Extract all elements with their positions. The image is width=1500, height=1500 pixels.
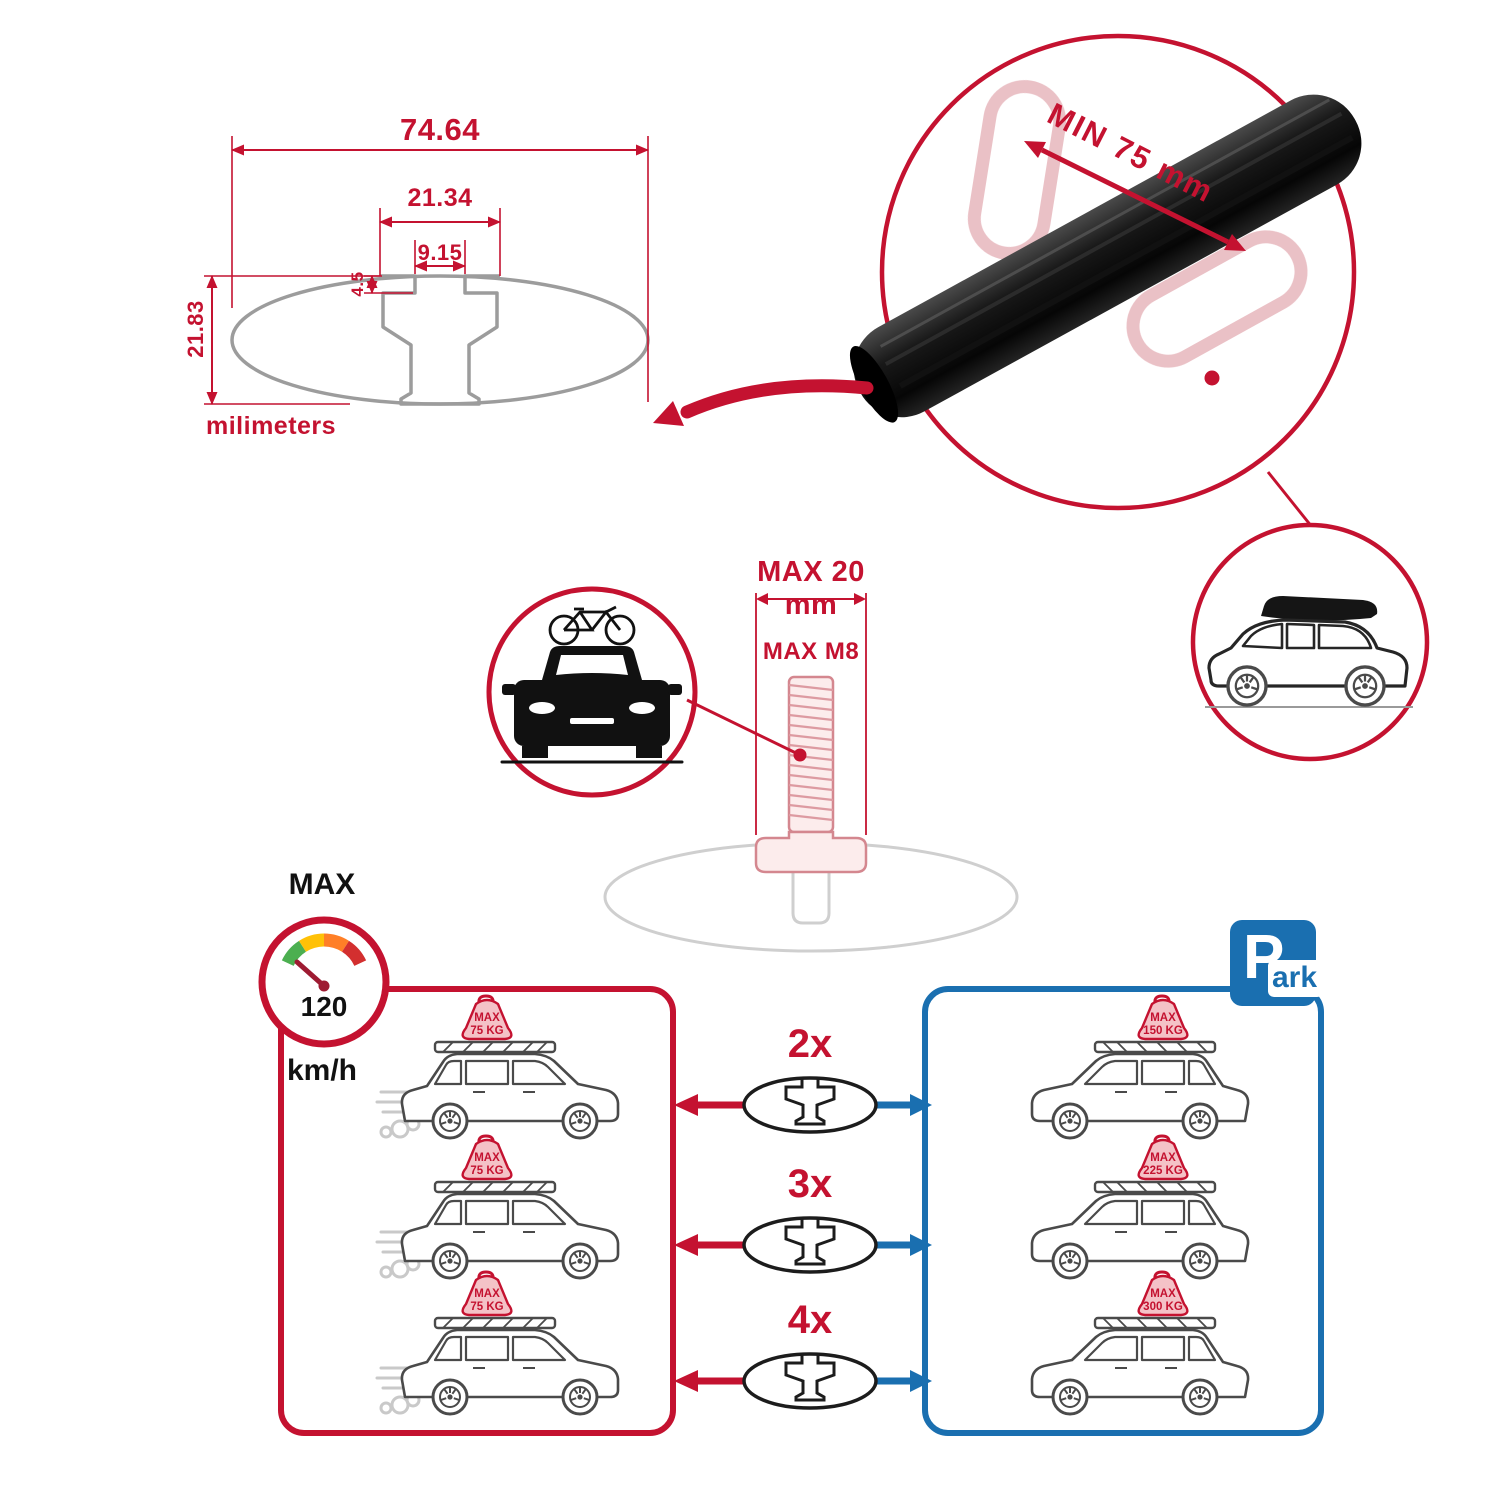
profile-outline-icon: [230, 274, 650, 406]
blue-arrow-icon: [910, 1094, 932, 1116]
car-front-with-bike-icon: [500, 605, 684, 764]
dim-slot-width: 9.15: [417, 240, 463, 265]
car-dynamic-row2: MAX 75 KG: [375, 1134, 645, 1286]
car-dynamic-row3: MAX 75 KG: [375, 1270, 645, 1422]
suv-with-roofbox-icon: [1205, 596, 1413, 708]
park-sign-suffix: ark: [1268, 960, 1324, 997]
speed-units-label: km/h: [286, 1054, 358, 1087]
load-max-label: MAX: [1150, 1288, 1176, 1300]
callout-line: [686, 698, 807, 762]
car-static-row3: MAX 300 KG: [1005, 1270, 1275, 1422]
dimension-lines: [204, 136, 649, 405]
park-sign: P ark: [1230, 920, 1324, 1006]
crossbar-qty-row2: [674, 1216, 932, 1274]
car-icon: [402, 1318, 618, 1414]
speed-max-label: MAX: [288, 868, 356, 901]
callout-line: [1266, 471, 1318, 533]
crossbar-profile-icon: [742, 1352, 878, 1410]
bolt-max-thread-label: MAX M8: [762, 638, 860, 665]
load-max-label: MAX: [1150, 1012, 1176, 1024]
qty-label-row1: 2x: [787, 1022, 833, 1066]
detail-circle: [879, 33, 1357, 511]
crossbar-qty-row1: [674, 1076, 932, 1134]
crossbar-3d-icon: [849, 94, 1362, 423]
load-kg-label: 300 KG: [1143, 1301, 1183, 1313]
speedometer-icon: 120: [258, 916, 390, 1048]
car-icon: [1032, 1182, 1248, 1278]
bike-car-inset: [486, 586, 698, 798]
speed-value: 120: [301, 991, 348, 1022]
min-span-arrow: [1024, 141, 1246, 251]
load-kg-label: 75 KG: [470, 1165, 503, 1177]
tbolt-icon: [754, 675, 868, 874]
load-max-label: MAX: [1150, 1152, 1176, 1164]
dim-channel-width: 21.34: [407, 184, 473, 212]
load-kg-label: 150 KG: [1143, 1025, 1183, 1037]
bolt-max-width-label: MAX 20 mm: [757, 556, 865, 621]
red-arrow-icon: [674, 1234, 698, 1256]
car-static-row1: MAX 150 KG: [1005, 994, 1275, 1146]
units-label: milimeters: [206, 412, 337, 440]
blue-arrow-icon: [910, 1370, 932, 1392]
car-icon: [402, 1042, 618, 1138]
load-max-label: MAX: [474, 1152, 500, 1164]
car-icon: [402, 1182, 618, 1278]
blue-arrow-icon: [910, 1234, 932, 1256]
clamp-hooks-ghost: [967, 80, 1308, 368]
car-icon: [1032, 1318, 1248, 1414]
crossbar-render-inset: [849, 33, 1362, 533]
tbolt-detail: [603, 593, 1019, 953]
crossbar-qty-row3: [674, 1352, 932, 1410]
car-static-row2: MAX 225 KG: [1005, 1134, 1275, 1286]
crossbar-cross-section-drawing: [204, 136, 650, 406]
bolt-dimension: [755, 593, 867, 835]
dim-lip-depth: 4.5: [348, 271, 367, 297]
crossbar-profile-icon: [742, 1216, 878, 1274]
dim-total-height: 21.83: [183, 300, 208, 358]
load-max-label: MAX: [474, 1012, 500, 1024]
load-kg-label: 75 KG: [470, 1025, 503, 1037]
red-arrow-icon: [674, 1370, 698, 1392]
dim-total-width: 74.64: [399, 112, 481, 147]
qty-label-row3: 4x: [787, 1298, 833, 1342]
clamp-point-dot: [1204, 370, 1220, 386]
suv-roofbox-inset: [1190, 522, 1430, 762]
qty-label-row2: 3x: [787, 1162, 833, 1206]
crossbar-profile-icon: [742, 1076, 878, 1134]
car-dynamic-row1: MAX 75 KG: [375, 994, 645, 1146]
load-kg-label: 75 KG: [470, 1301, 503, 1313]
car-icon: [1032, 1042, 1248, 1138]
pointer-arrow-icon: [653, 379, 874, 426]
load-kg-label: 225 KG: [1143, 1165, 1183, 1177]
red-arrow-icon: [674, 1094, 698, 1116]
load-max-label: MAX: [474, 1288, 500, 1300]
